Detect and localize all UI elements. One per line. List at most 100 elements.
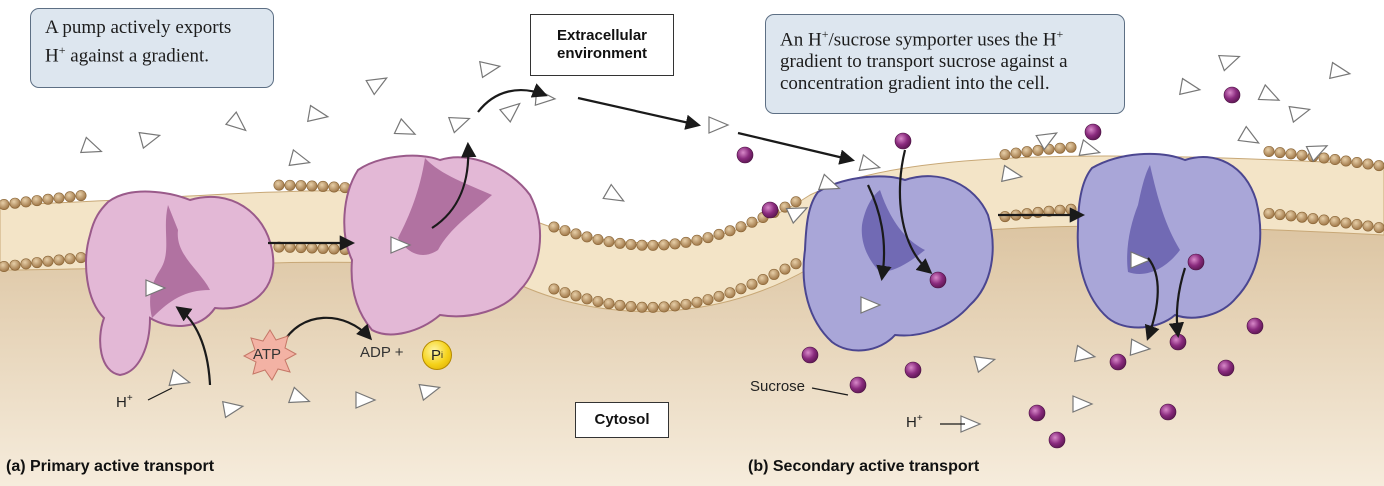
phospholipid-head	[548, 283, 560, 295]
phospholipid-head	[1021, 208, 1033, 220]
phospholipid-head	[284, 179, 296, 191]
phospholipid-head	[570, 290, 582, 302]
symporter-callout-line3: concentration gradient into the cell.	[780, 73, 1050, 95]
h-charge: +	[58, 43, 66, 57]
phospholipid-head	[746, 216, 758, 228]
phospholipid-head	[669, 300, 681, 312]
extracellular-label: Extracellular environment	[530, 14, 674, 76]
sym-pre: An H	[780, 29, 822, 51]
sucrose-molecule	[1048, 431, 1066, 449]
atp-label: ATP	[253, 346, 282, 363]
proton-triangle	[1305, 145, 1329, 163]
sym-mid: /sucrose symporter uses the H	[828, 29, 1057, 51]
proton-triangle	[287, 386, 311, 404]
phospholipid-head	[75, 190, 87, 202]
phospholipid-head	[1274, 147, 1286, 159]
phospholipid-head	[1362, 158, 1374, 170]
h-out-arrow	[477, 83, 548, 113]
sucrose-entry-arrow	[898, 149, 933, 274]
proton-triangle	[224, 111, 247, 132]
extracellular-line2: environment	[556, 45, 647, 62]
phospholipid-head	[636, 239, 648, 251]
phospholipid-head	[9, 259, 21, 271]
phospholipid-head	[0, 199, 10, 211]
proton-triangle	[288, 148, 312, 167]
phospholipid-head	[691, 296, 703, 308]
proton-triangle	[447, 116, 471, 134]
phospholipid-head	[614, 237, 626, 249]
phospholipid-head	[31, 195, 43, 207]
phospholipid-heads	[0, 141, 1384, 313]
phospholipid-head	[328, 181, 340, 193]
phospholipid-head	[1285, 148, 1297, 160]
h-symbol: H	[45, 45, 59, 67]
gradient-arrow-2	[737, 131, 855, 165]
phospholipid-head	[295, 180, 307, 192]
proton-triangle	[1035, 132, 1058, 151]
sym-sup1: +	[821, 27, 829, 41]
phospholipid-head	[614, 299, 626, 311]
phospholipid-head	[592, 295, 604, 307]
phospholipid-head	[702, 294, 714, 306]
sucrose-molecule	[736, 146, 754, 164]
phospholipid-head	[1351, 156, 1363, 168]
phospholipid-head	[306, 242, 318, 254]
proton-pump-1	[85, 190, 275, 377]
phospholipid-head	[1054, 142, 1066, 154]
proton-triangle	[390, 236, 412, 254]
pi-symbol: P	[430, 346, 441, 364]
proton-triangle	[1129, 338, 1152, 357]
phospholipid-head	[559, 287, 571, 299]
sucrose-molecule	[929, 271, 947, 289]
proton-triangle	[498, 102, 521, 123]
proton-triangle	[168, 368, 192, 387]
phospholipid-head	[713, 290, 725, 302]
proton-triangle	[365, 77, 388, 96]
phospholipid-head	[20, 196, 32, 208]
flow-arrows	[147, 83, 1187, 425]
pump-callout-line1: A pump actively exports	[45, 17, 232, 38]
phospholipid-head	[735, 283, 747, 295]
pi-sub: i	[441, 350, 443, 360]
phospholipid-head	[1318, 152, 1330, 164]
phospholipid-head	[42, 255, 54, 267]
proton-markers	[79, 54, 1352, 433]
phospholipid-head	[1340, 155, 1352, 167]
phospholipid-head	[724, 225, 736, 237]
atp-starburst	[242, 329, 298, 381]
proton-triangle	[1328, 61, 1352, 80]
proton-triangle	[1000, 164, 1024, 183]
phospholipid-head	[1296, 211, 1308, 223]
phospholipid-head	[64, 253, 76, 265]
proton-triangle	[1130, 251, 1152, 269]
phospholipid-head	[999, 149, 1011, 161]
phospholipid-head	[20, 258, 32, 270]
phospholipid-head	[647, 239, 659, 251]
phospholipid-head	[790, 196, 802, 208]
pump-callout: A pump actively exports H+ against a gra…	[30, 8, 274, 88]
phospholipid-head	[603, 236, 615, 248]
h-export-arrow	[431, 141, 477, 229]
phospholipid-head	[581, 231, 593, 243]
h-entry-symporter-arrow	[867, 184, 892, 282]
phospholipid-head	[0, 261, 10, 273]
sucrose-label-line	[811, 387, 849, 396]
sucrose-molecule	[904, 361, 922, 379]
phospholipid-head	[9, 197, 21, 209]
sucrose-label: Sucrose	[750, 378, 806, 395]
proton-triangle	[1288, 105, 1312, 124]
phospholipid-head	[790, 258, 802, 270]
sucrose-molecules	[736, 86, 1264, 449]
h-b-sup: +	[916, 413, 923, 424]
phospholipid-head	[680, 298, 692, 310]
proton-triangle	[1073, 344, 1097, 363]
proton-triangle	[1178, 77, 1202, 96]
sucrose-molecule	[1159, 403, 1177, 421]
proton-triangle	[1257, 83, 1281, 101]
phospholipid-head	[53, 192, 65, 204]
phospholipid-head	[1285, 210, 1297, 222]
proton-triangle	[602, 183, 625, 202]
proton-triangle	[478, 60, 502, 79]
phospholipid-head	[680, 236, 692, 248]
